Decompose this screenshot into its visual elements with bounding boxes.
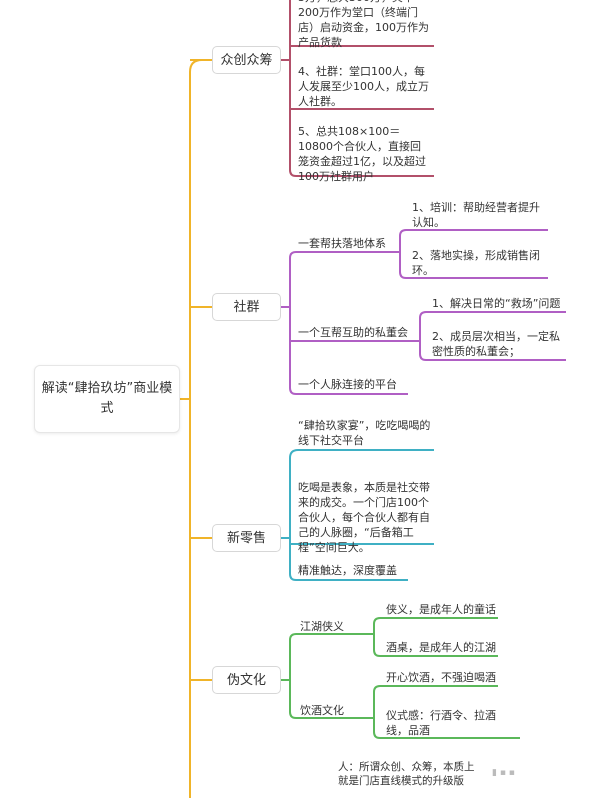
corner-mark-icon: ▮ ▪ ▪ [492, 768, 515, 778]
leaf-retail-1: “肆拾玖家宴”，吃吃喝喝的线下社交平台 [298, 419, 431, 447]
branch-crowdfunding: 众创众筹 [212, 46, 281, 74]
leaf-drinking-1: 开心饮酒，不强迫喝酒 [386, 671, 496, 684]
bottom-note: 人：所谓众创、众筹，本质上就是门店直线模式的升级版 [338, 761, 475, 787]
sub-jianghu: 江湖侠义 [300, 620, 344, 633]
leaf-support-2: 2、落地实操，形成销售闭环。 [412, 249, 540, 277]
leaf-retail-2: 吃喝是表象，本质是社交带来的成交。一个门店100个合伙人，每个合伙人都有自己的人… [298, 481, 430, 554]
leaf-crowdfunding-2: 4、社群：堂口100人，每人发展至少100人，成立万人社群。 [298, 65, 429, 108]
leaf-crowdfunding-3: 5、总共108×100＝10800个合伙人，直接回笼资金超过1亿，以及超过100… [298, 125, 426, 183]
sub-drinking-culture: 饮酒文化 [300, 704, 344, 717]
sub-private-board: 一个互帮互助的私董会 [298, 326, 408, 339]
branch-community: 社群 [212, 293, 281, 321]
leaf-board-2: 2、成员层次相当，一定私密性质的私董会； [432, 330, 560, 358]
leaf-retail-3: 精准触达，深度覆盖 [298, 564, 397, 577]
leaf-jianghu-1: 侠义，是成年人的童话 [386, 603, 496, 616]
leaf-jianghu-2: 酒桌，是成年人的江湖 [386, 641, 496, 654]
sub-support-system: 一套帮扶落地体系 [298, 237, 386, 250]
leaf-drinking-2: 仪式感：行酒令、拉酒线，品酒 [386, 709, 496, 737]
branch-pseudo-culture: 伪文化 [212, 666, 281, 694]
branch-new-retail: 新零售 [212, 524, 281, 552]
root-node: 解读“肆拾玖坊”商业模式 [34, 365, 180, 433]
leaf-crowdfunding-1: 3万，总共300万，其中200万作为堂口（终端门店）启动资金，100万作为产品货… [298, 0, 429, 49]
leaf-support-1: 1、培训：帮助经营者提升认知。 [412, 201, 540, 229]
sub-network-platform: 一个人脉连接的平台 [298, 378, 397, 391]
leaf-board-1: 1、解决日常的“救场”问题 [432, 297, 561, 310]
